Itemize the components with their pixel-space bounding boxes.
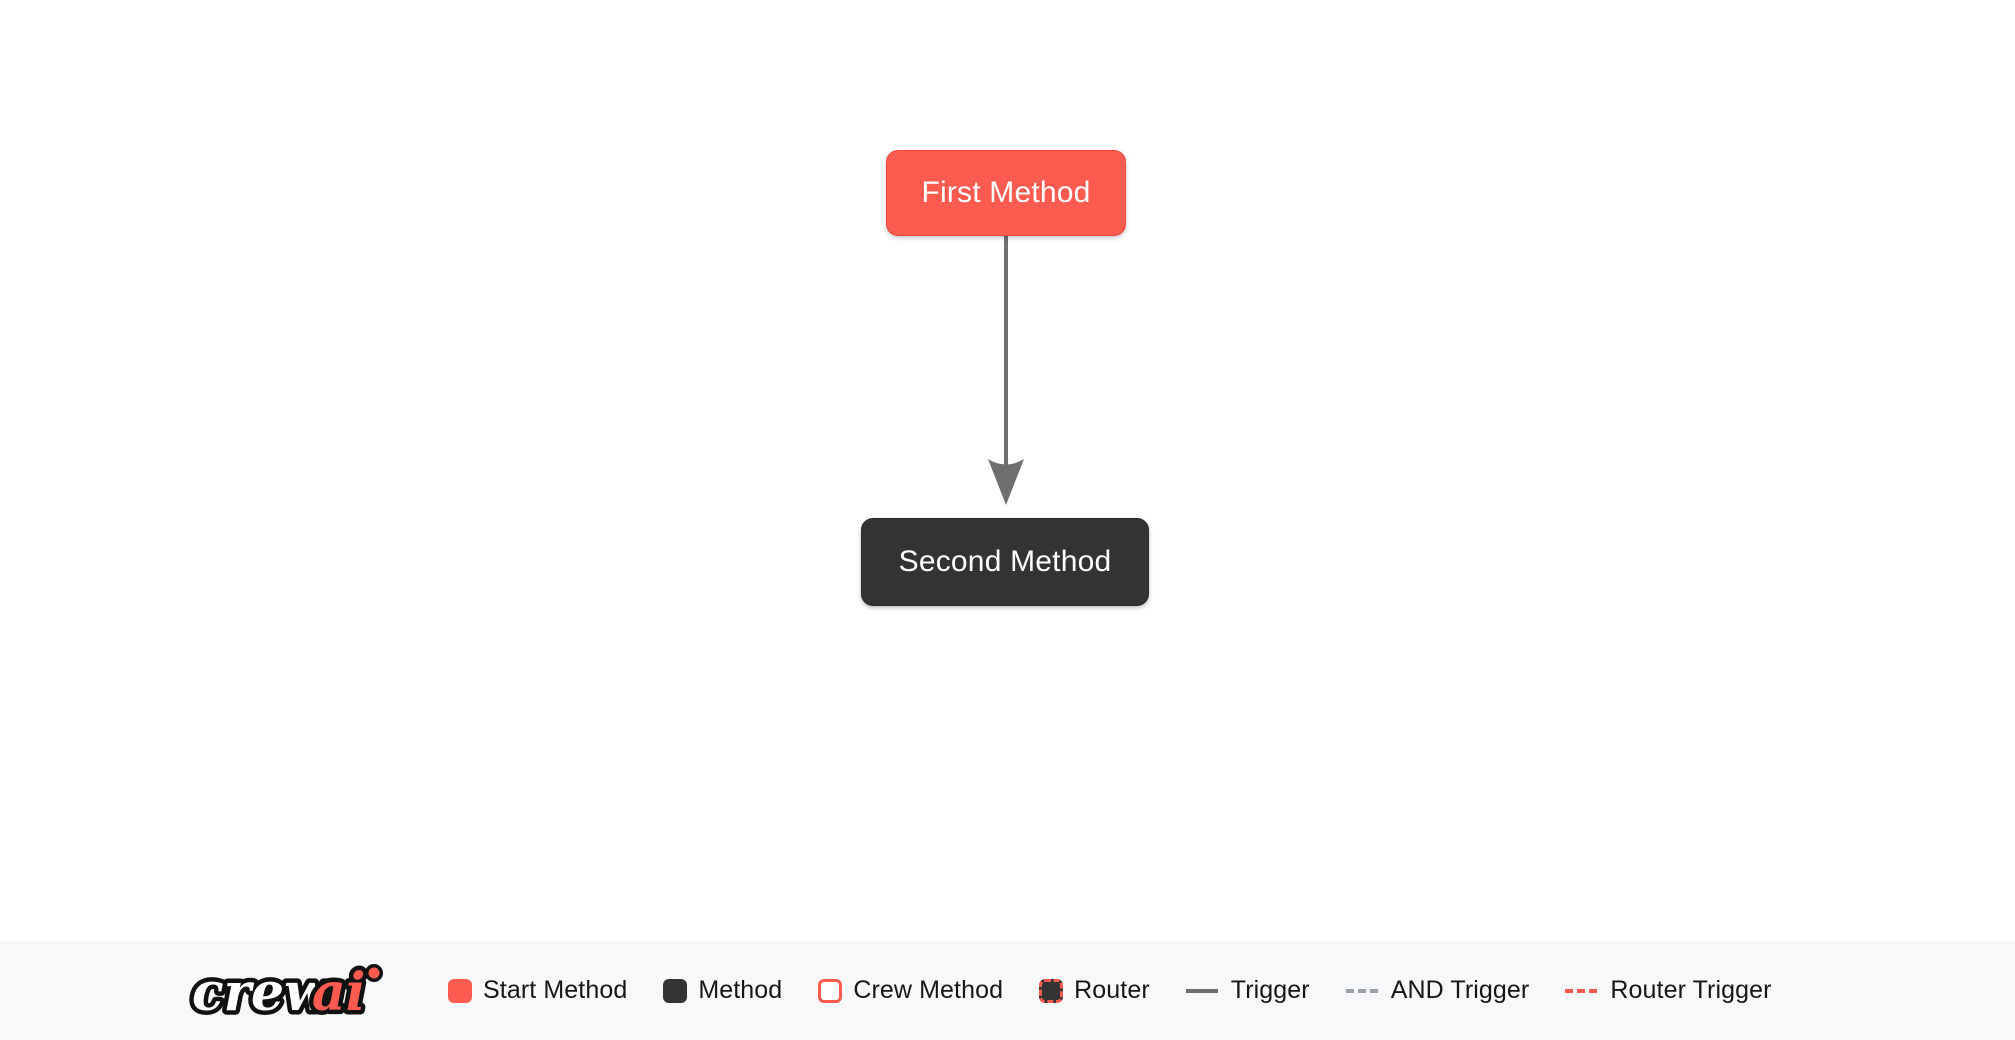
legend-item-router-trigger: Router Trigger bbox=[1565, 976, 1771, 1005]
legend-items: Start Method Method Crew Method Router T… bbox=[448, 976, 1772, 1005]
router-trigger-line-icon bbox=[1565, 988, 1598, 993]
legend-label: Method bbox=[698, 976, 783, 1004]
router-swatch-icon bbox=[1039, 978, 1064, 1003]
logo-text-ai: ai bbox=[312, 962, 365, 1022]
legend-item-router: Router bbox=[1039, 976, 1150, 1005]
legend-label: Crew Method bbox=[853, 976, 1004, 1004]
flow-canvas[interactable]: First Method Second Method bbox=[0, 0, 2015, 941]
logo-outline-crew: crew bbox=[192, 962, 331, 1022]
legend-item-crew-method: Crew Method bbox=[818, 976, 1003, 1005]
crewai-logo: crew crew ai ai bbox=[188, 960, 383, 1022]
trigger-line-icon bbox=[1185, 988, 1218, 993]
flow-node-label: Second Method bbox=[898, 545, 1112, 578]
legend-label: Trigger bbox=[1230, 976, 1310, 1004]
start-method-swatch-icon bbox=[448, 978, 472, 1003]
legend-item-start-method: Start Method bbox=[448, 976, 627, 1005]
logo-outline-ai: ai bbox=[312, 962, 365, 1022]
flow-node-label: First Method bbox=[921, 176, 1091, 209]
logo-dot-icon bbox=[368, 967, 380, 978]
legend-label: Router bbox=[1074, 976, 1150, 1004]
method-swatch-icon bbox=[663, 978, 688, 1003]
logo-text-crew: crew bbox=[192, 962, 331, 1022]
edge-first-to-second bbox=[988, 236, 1024, 505]
legend-bar: crew crew ai ai Start Method Method Crew… bbox=[0, 941, 2015, 1040]
legend-item-and-trigger: AND Trigger bbox=[1345, 976, 1530, 1005]
legend-label: Start Method bbox=[483, 976, 628, 1004]
arrowhead-icon bbox=[988, 459, 1024, 505]
edge-layer bbox=[988, 236, 1024, 505]
legend-label: AND Trigger bbox=[1390, 976, 1530, 1004]
legend-item-method: Method bbox=[663, 976, 782, 1005]
crew-method-swatch-icon bbox=[818, 978, 843, 1003]
flow-node-first-method[interactable]: First Method bbox=[886, 150, 1126, 236]
and-trigger-line-icon bbox=[1345, 988, 1378, 993]
legend-item-trigger: Trigger bbox=[1185, 976, 1310, 1005]
legend-label: Router Trigger bbox=[1610, 976, 1772, 1004]
flow-node-second-method[interactable]: Second Method bbox=[861, 518, 1149, 606]
